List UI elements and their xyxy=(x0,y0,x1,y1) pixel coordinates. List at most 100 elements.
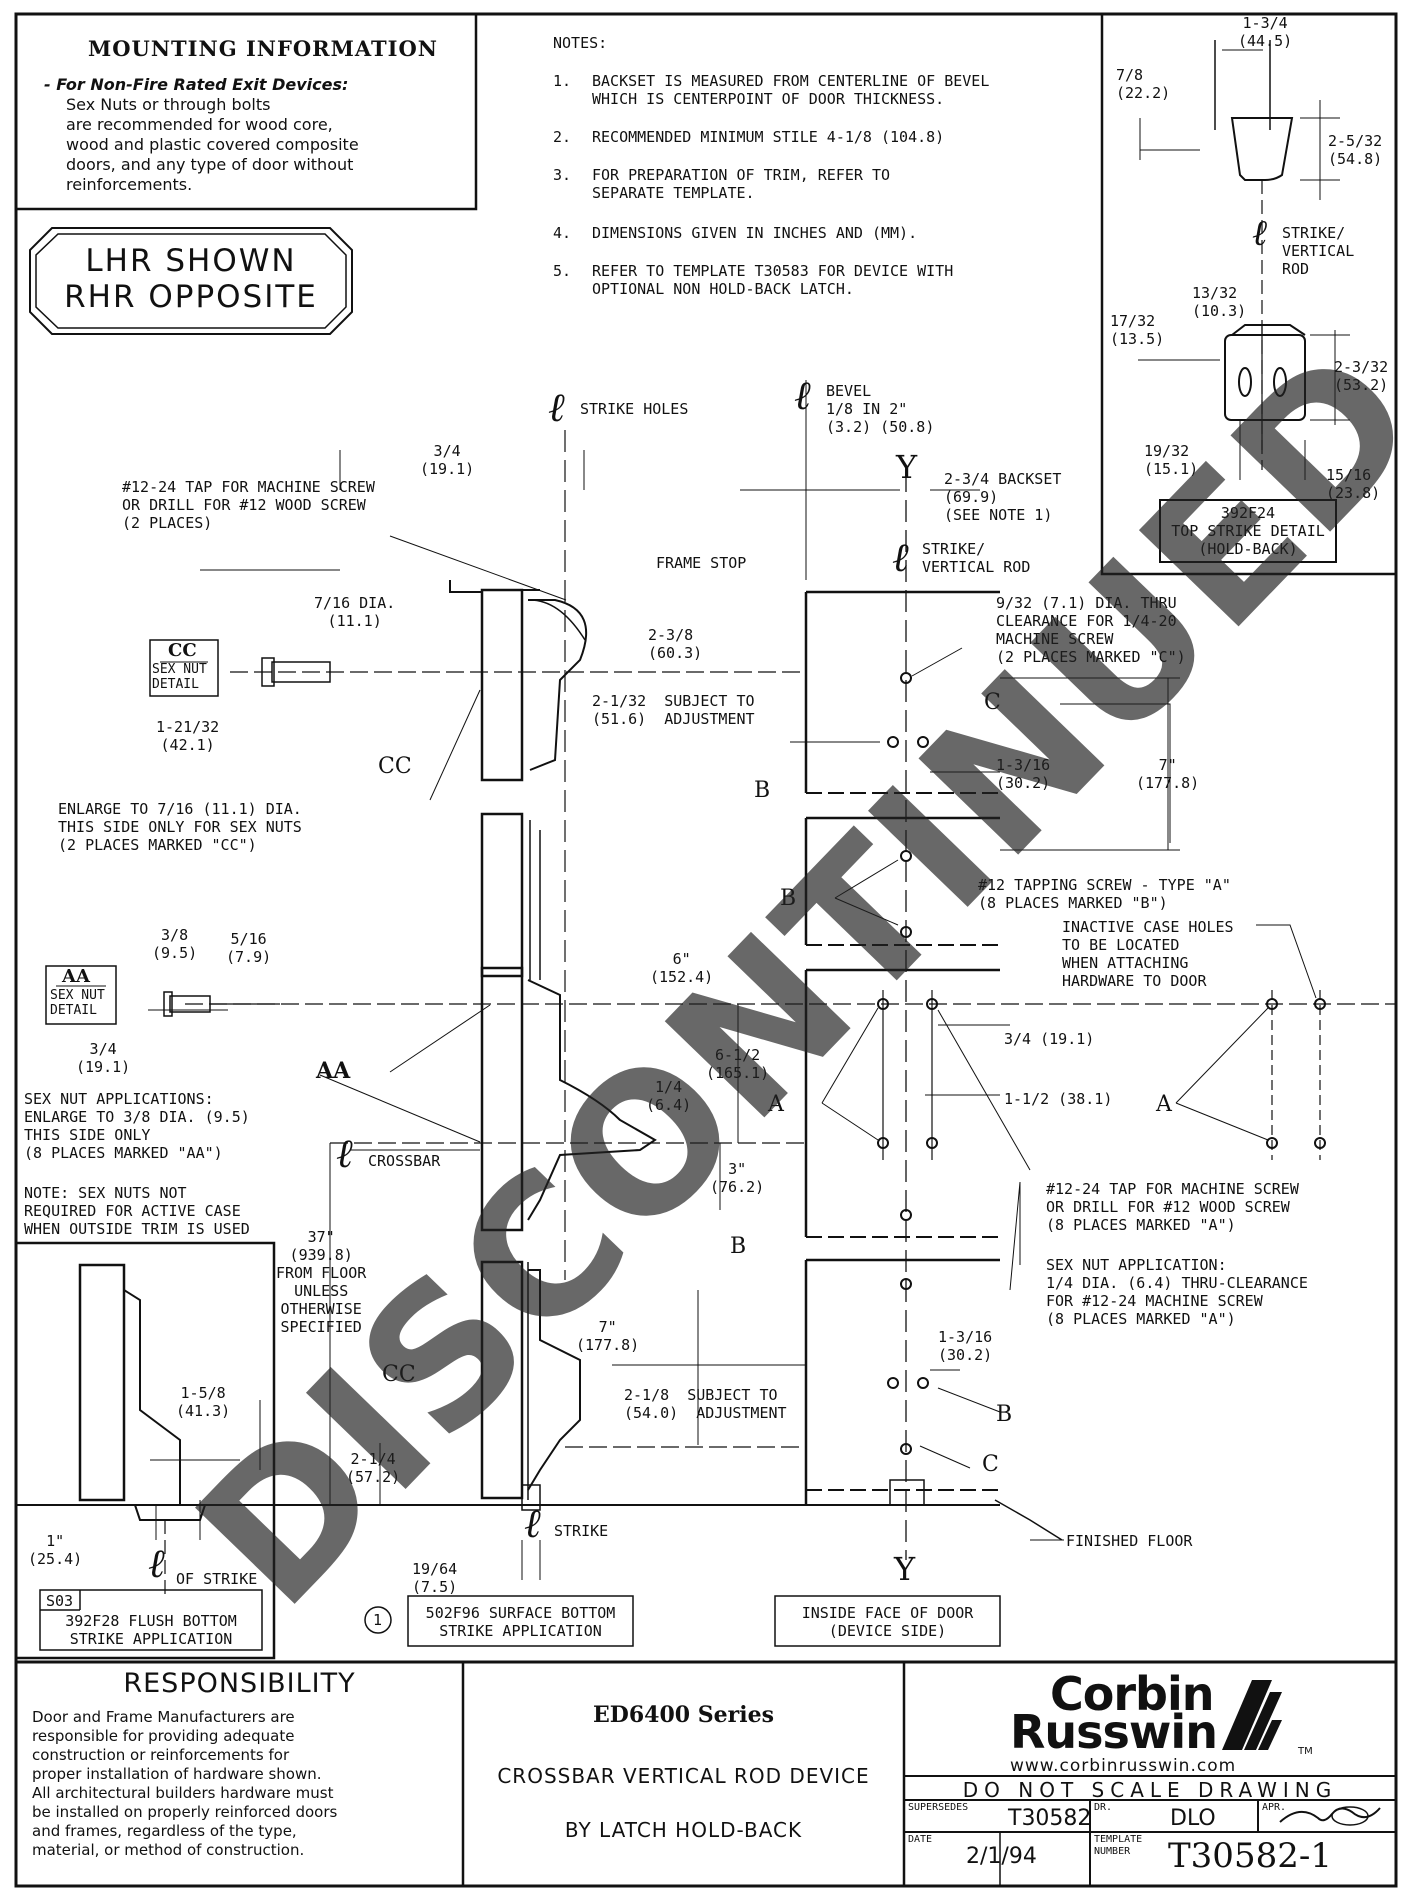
tap-12-24-note: #12-24 TAP FOR MACHINE SCREW OR DRILL FO… xyxy=(122,478,375,532)
y-axis-bottom-label: Y xyxy=(894,1550,916,1588)
c-mark-top: C xyxy=(984,690,1001,715)
mounting-info-title: MOUNTING INFORMATION xyxy=(88,36,438,61)
dim-1: 1" (25.4) xyxy=(28,1532,83,1568)
tsd-dim-1-3-4: 1-3/4 (44.5) xyxy=(1238,14,1293,50)
dim-1-3-16-bottom: 1-3/16 (30.2) xyxy=(938,1328,993,1364)
note-4-num: 4. xyxy=(553,224,572,242)
mounting-info-line-5: doors, and any type of door without xyxy=(66,155,354,174)
device-line-2: BY LATCH HOLD-BACK xyxy=(564,1818,803,1842)
website-url[interactable]: www.corbinrusswin.com xyxy=(1010,1756,1237,1776)
dim-7-top: 7" (177.8) xyxy=(1136,756,1200,792)
mounting-info-line-4: wood and plastic covered composite xyxy=(66,135,359,154)
crossbar-cl-symbol: ℓ xyxy=(336,1131,353,1177)
b-mark-3: B xyxy=(730,1234,747,1259)
dim-3-4-aa: 3/4 (19.1) xyxy=(76,1040,131,1076)
inside-face-caption: INSIDE FACE OF DOOR (DEVICE SIDE) xyxy=(801,1604,974,1640)
dim-2-1-8: 2-1/8 SUBJECT TO (54.0) ADJUSTMENT xyxy=(624,1386,787,1422)
date-label: DATE xyxy=(908,1834,933,1845)
approval-signature xyxy=(1279,1806,1381,1826)
mounting-info-line-6: reinforcements. xyxy=(66,175,193,194)
handing-line-2: RHR OPPOSITE xyxy=(64,279,318,315)
tm-mark: TM xyxy=(1298,1746,1313,1757)
dim-1-3-16-top: 1-3/16 (30.2) xyxy=(996,756,1051,792)
note-2-num: 2. xyxy=(553,128,572,146)
tsd-dim-15-16: 15/16 (23.8) xyxy=(1326,466,1381,502)
mounting-info-line-2: Sex Nuts or through bolts xyxy=(66,95,271,114)
note-3-num: 3. xyxy=(553,166,572,184)
dim-1-1-2: 1-1/2 (38.1) xyxy=(1004,1090,1113,1108)
crossbar-label: CROSSBAR xyxy=(368,1152,441,1170)
series-label: ED6400 Series xyxy=(593,1702,774,1728)
tap-a-note: #12-24 TAP FOR MACHINE SCREW OR DRILL FO… xyxy=(1046,1180,1299,1234)
circle-1-label: 1 xyxy=(373,1611,383,1629)
note-5-num: 5. xyxy=(553,262,572,280)
device-line-1: CROSSBAR VERTICAL ROD DEVICE xyxy=(497,1764,870,1788)
s03-label: S03 xyxy=(46,1592,74,1610)
handing-line-1: LHR SHOWN xyxy=(85,243,297,279)
b-mark-2: B xyxy=(780,886,797,911)
dim-5-16: 5/16 (7.9) xyxy=(226,930,272,966)
brand-stripes-icon xyxy=(1222,1680,1282,1750)
dim-7-bottom: 7" (177.8) xyxy=(576,1318,640,1354)
sex-nut-application-note: SEX NUT APPLICATION: 1/4 DIA. (6.4) THRU… xyxy=(1046,1256,1308,1328)
dim-1-5-8: 1-5/8 (41.3) xyxy=(176,1384,231,1420)
mounting-info-box xyxy=(16,14,476,209)
drawn-by-label: DR. xyxy=(1094,1802,1113,1813)
aa-detail-title: AA xyxy=(62,966,90,987)
brand-line-2: Russwin xyxy=(1010,1705,1218,1759)
note-2-text: RECOMMENDED MINIMUM STILE 4-1/8 (104.8) xyxy=(592,128,945,146)
dim-2-1-32: 2-1/32 SUBJECT TO (51.6) ADJUSTMENT xyxy=(592,692,755,728)
note-1-text: BACKSET IS MEASURED FROM CENTERLINE OF B… xyxy=(592,72,990,108)
dim-6: 6" (152.4) xyxy=(650,950,714,986)
responsibility-text: Door and Frame Manufacturers are respons… xyxy=(32,1708,338,1859)
mounting-info-line-1: - For Non-Fire Rated Exit Devices: xyxy=(44,75,349,94)
cc-detail-title: CC xyxy=(168,640,197,661)
tsd-dim-2-5-32: 2-5/32 (54.8) xyxy=(1328,132,1383,168)
y-axis-top-label: Y xyxy=(896,448,918,486)
bevel-label: BEVEL 1/8 IN 2" (3.2) (50.8) xyxy=(826,382,935,436)
b-mark-4: B xyxy=(996,1402,1013,1427)
dim-37-from-floor: 37" (939.8) FROM FLOOR UNLESS OTHERWISE … xyxy=(276,1228,367,1336)
brand-line-1: Corbin xyxy=(1050,1667,1214,1721)
of-strike-label: OF STRIKE xyxy=(176,1570,258,1588)
date-value: 2/1/94 xyxy=(966,1844,1037,1869)
dim-6-1-2: 6-1/2 (165.1) xyxy=(706,1046,770,1082)
template-number-value: T30582-1 xyxy=(1168,1836,1332,1876)
strike-holes-label: STRIKE HOLES xyxy=(580,400,689,418)
inactive-case-holes-note: INACTIVE CASE HOLES TO BE LOCATED WHEN A… xyxy=(1062,918,1234,990)
bevel-cl-symbol: ℓ xyxy=(794,373,811,419)
dim-2-1-4: 2-1/4 (57.2) xyxy=(346,1450,401,1486)
supersedes-label: SUPERSEDES xyxy=(908,1802,969,1813)
dim-1-4: 1/4 (6.4) xyxy=(646,1078,692,1114)
tsd-dim-13-32: 13/32 (10.3) xyxy=(1192,284,1247,320)
notes-heading: NOTES: xyxy=(553,34,608,52)
corbin-russwin-logo: Corbin Russwin xyxy=(1000,1667,1300,1764)
tsd-dim-19-32: 19/32 (15.1) xyxy=(1144,442,1199,478)
c-mark-bottom: C xyxy=(982,1452,999,1477)
handing-octagon xyxy=(29,227,353,335)
dim-2-3-8: 2-3/8 (60.3) xyxy=(648,626,703,662)
dim-3-8: 3/8 (9.5) xyxy=(152,926,198,962)
tsd-centerline-label: STRIKE/ VERTICAL ROD xyxy=(1282,224,1355,278)
template-number-label: TEMPLATE NUMBER xyxy=(1094,1834,1143,1857)
frame-stop-label: FRAME STOP xyxy=(656,554,747,572)
mounting-info-line-3: are recommended for wood core, xyxy=(66,115,333,134)
dim-3-4-top: 3/4 (19.1) xyxy=(420,442,475,478)
enlarge-7-16-note: ENLARGE TO 7/16 (11.1) DIA. THIS SIDE ON… xyxy=(58,800,302,854)
dim-1-21-32: 1-21/32 (42.1) xyxy=(156,718,220,754)
of-strike-cl-symbol: ℓ xyxy=(148,1541,165,1587)
strike-vertical-rod-label: STRIKE/ VERTICAL ROD xyxy=(922,540,1031,576)
approved-label: APR. xyxy=(1262,1802,1287,1813)
aa-mark: AA xyxy=(316,1058,351,1084)
dim-3-4-19: 3/4 (19.1) xyxy=(1004,1030,1095,1048)
strike-rod-cl-symbol: ℓ xyxy=(892,535,909,581)
flush-bottom-strike-caption: 392F28 FLUSH BOTTOM STRIKE APPLICATION xyxy=(65,1612,237,1648)
finished-floor-label: FINISHED FLOOR xyxy=(1066,1532,1193,1550)
dia-7-16-label: 7/16 DIA. (11.1) xyxy=(314,594,396,630)
b-mark-1: B xyxy=(754,778,771,803)
dim-19-64: 19/64 (7.5) xyxy=(412,1560,458,1596)
cc-detail-sub: SEX NUT DETAIL xyxy=(152,662,207,692)
tsd-dim-7-8: 7/8 (22.2) xyxy=(1116,66,1171,102)
aa-detail-sub: SEX NUT DETAIL xyxy=(50,988,105,1018)
